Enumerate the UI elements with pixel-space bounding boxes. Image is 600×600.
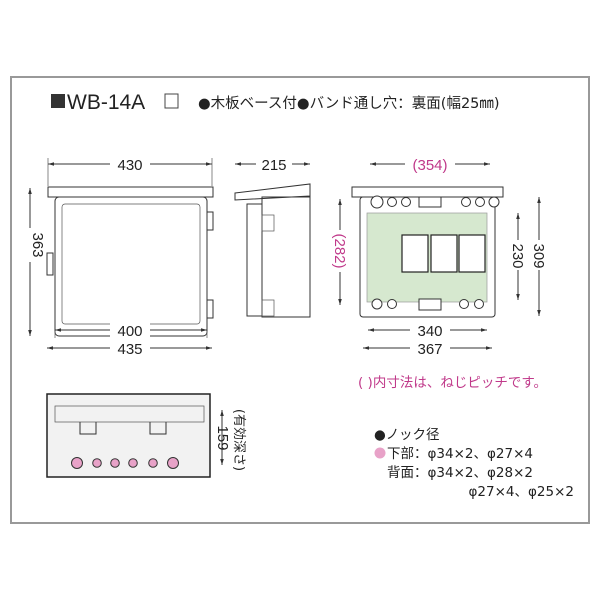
dim-340: 340 [417, 323, 442, 340]
knockouts-bottom [71, 457, 179, 469]
dim-354: (354) [412, 157, 447, 174]
dim-230: 230 [509, 243, 526, 268]
knockout-heading: ●ノック径 [374, 427, 440, 443]
model-title: WB-14A [67, 91, 145, 114]
pink-dot-icon [374, 447, 386, 459]
pitch-note: ( )内寸法は、ねじピッチです。 [358, 375, 547, 391]
dim-367: 367 [417, 341, 442, 358]
front-view: 430 363 400 435 [18, 155, 214, 358]
bottom-view: 159 (有効深さ) [46, 393, 246, 478]
title-box-icon [164, 93, 179, 109]
title-square-icon [51, 94, 65, 108]
knockouts-back [370, 195, 500, 311]
breakers [401, 234, 486, 273]
knockout-back-2: φ27×4、φ25×2 [469, 484, 574, 500]
dim-282: (282) [331, 233, 348, 268]
knockout-bottom: 下部：φ34×2、φ27×4 [387, 446, 533, 462]
dim-430: 430 [117, 157, 142, 174]
dim-159: 159 [214, 425, 231, 450]
knockout-back-1: 背面：φ34×2、φ28×2 [387, 465, 533, 481]
dim-435: 435 [117, 341, 142, 358]
dim-400: 400 [117, 323, 142, 340]
effective-depth-label: (有効深さ) [231, 409, 246, 471]
back-view: (354) (282) 230 309 340 367 [330, 154, 547, 358]
dim-363: 363 [29, 232, 46, 257]
dim-215: 215 [261, 157, 286, 174]
side-view: 215 [234, 155, 311, 318]
dim-309: 309 [530, 243, 547, 268]
features-text: ●木板ベース付●バンド通し穴：裏面(幅25㎜) [198, 94, 500, 112]
